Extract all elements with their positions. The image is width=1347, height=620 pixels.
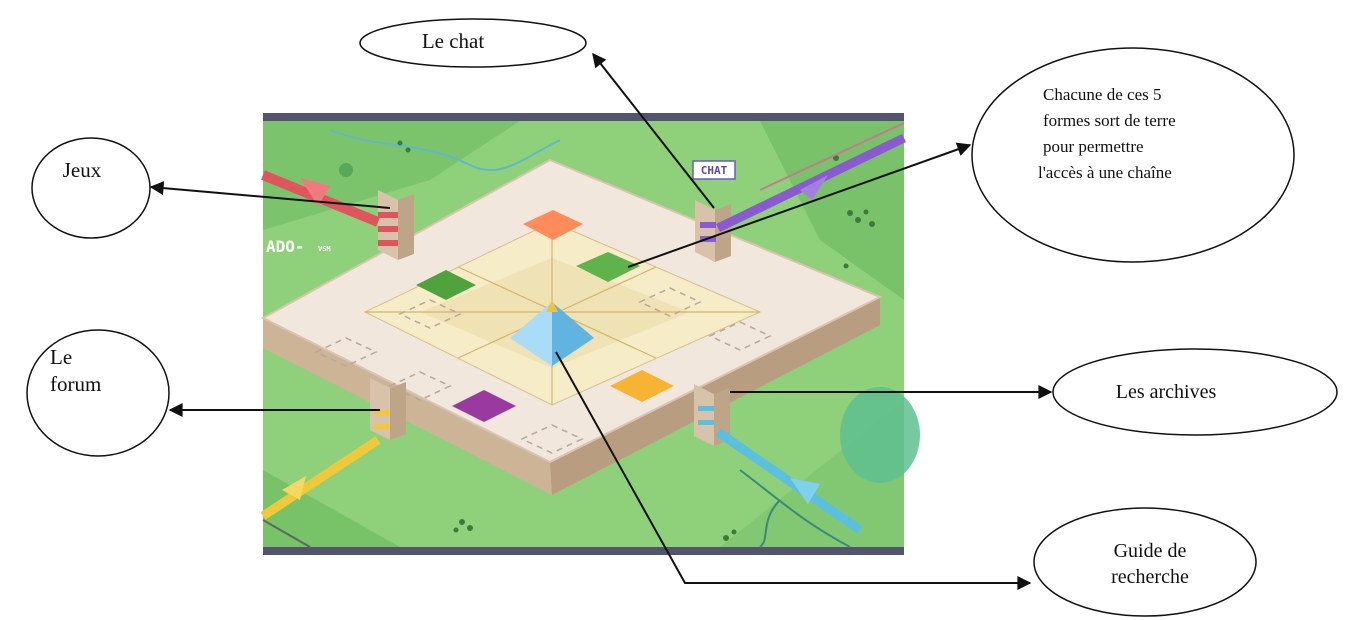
tower-archives <box>694 384 730 446</box>
tile-purple <box>452 390 516 422</box>
label-chat: Le chat <box>422 29 485 53</box>
label-formes-2: formes sort de terre <box>1043 111 1176 130</box>
side-text: ADO- <box>266 237 305 256</box>
side-text-small: VSM <box>318 245 331 253</box>
callout-chat: Le chat <box>359 18 587 68</box>
path-blue <box>715 428 863 534</box>
label-forum-2: forum <box>50 372 101 396</box>
label-formes-4: l'accès à une chaîne <box>1038 163 1172 182</box>
label-archives: Les archives <box>1116 381 1217 403</box>
chat-sign: CHAT <box>701 164 728 177</box>
path-yellow <box>260 436 381 548</box>
grass-patch <box>760 121 904 300</box>
arrow-chat <box>592 52 715 209</box>
chat-sign-box <box>692 160 736 180</box>
callout-guide: Guide de recherche <box>1033 507 1257 617</box>
game-screenshot: CHAT ADO- VSM <box>260 113 920 555</box>
tower-chat <box>695 200 731 262</box>
pond <box>840 387 920 483</box>
label-formes-3: pour permettre <box>1043 137 1144 156</box>
scene-top-bar <box>263 113 904 121</box>
callout-formes: Chacune de ces 5 formes sort de terre po… <box>971 47 1295 263</box>
callout-archives: Les archives <box>1052 348 1338 436</box>
bubble-chat <box>359 18 587 68</box>
stream <box>329 129 561 172</box>
scene-bottom-bar <box>263 547 904 555</box>
bubble-jeux <box>31 137 151 239</box>
tile-green-left <box>416 270 476 300</box>
tower-jeux <box>378 190 414 260</box>
tile-green <box>576 252 640 282</box>
label-guide-2: recherche <box>1111 566 1189 588</box>
empty-tiles <box>314 287 772 454</box>
callout-forum: Le forum <box>26 329 170 457</box>
bubble-guide <box>1033 507 1257 617</box>
plaza-edge <box>263 318 552 495</box>
bushes <box>339 140 875 541</box>
tile-gold <box>610 370 674 402</box>
bubble-formes <box>971 47 1295 263</box>
path-red <box>261 170 380 227</box>
bubble-archives <box>1052 348 1338 436</box>
stream <box>759 499 781 548</box>
pyramid <box>510 300 594 366</box>
tile-orange <box>523 210 583 240</box>
arrow-jeux <box>149 181 391 209</box>
callout-arrows <box>149 52 1053 590</box>
arrow-formes <box>627 142 972 268</box>
label-guide-1: Guide de <box>1114 540 1187 562</box>
path-purple <box>716 122 906 233</box>
label-jeux: Jeux <box>63 158 102 182</box>
arrow-guide <box>555 351 1032 590</box>
label-forum-1: Le <box>50 345 72 369</box>
label-formes-1: Chacune de ces 5 <box>1043 85 1161 104</box>
callout-jeux: Jeux <box>31 137 151 239</box>
bubble-forum <box>26 329 170 457</box>
stream <box>739 469 851 548</box>
